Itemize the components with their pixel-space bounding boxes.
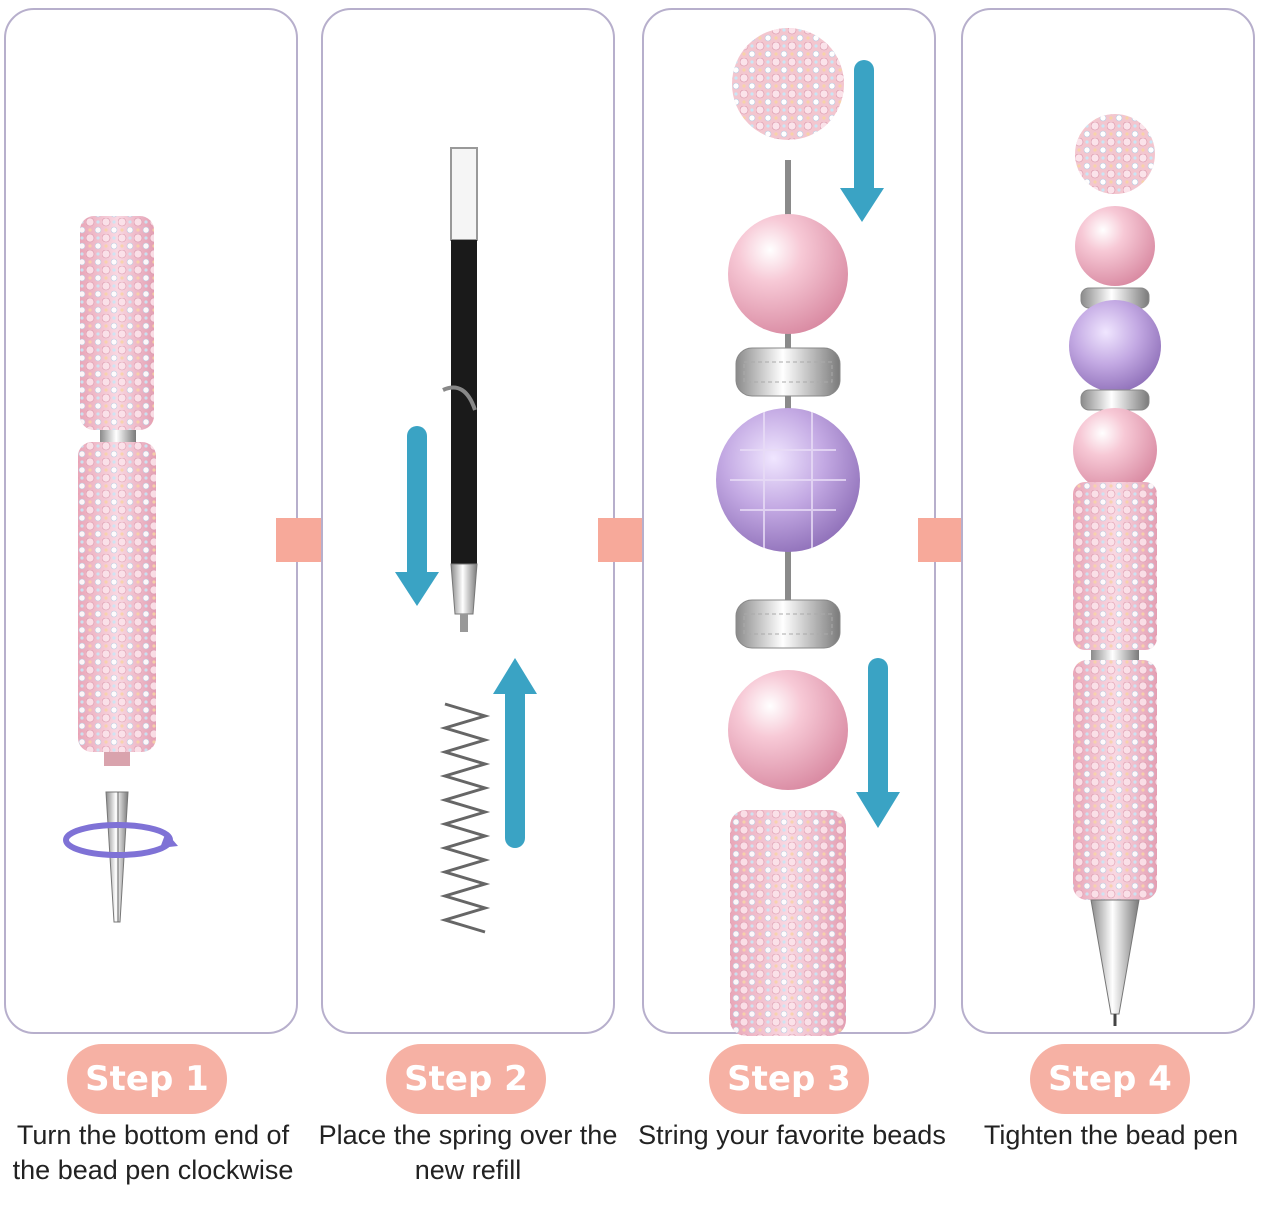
refill-illustration <box>442 147 478 632</box>
beads-illustration <box>716 28 860 1036</box>
step-3-panel <box>642 8 936 1036</box>
step-4-panel <box>961 8 1255 1034</box>
step-2-caption: Place the spring over the new refill <box>318 1120 618 1185</box>
blue-down-arrow-icon <box>395 426 439 606</box>
step-3-caption: String your favorite beads <box>638 1120 946 1150</box>
step-1-panel <box>4 8 298 1034</box>
step-2-panel <box>321 8 615 1034</box>
step-4-caption: Tighten the bead pen <box>983 1120 1239 1150</box>
spring-illustration <box>439 702 491 934</box>
step-2-badge: Step 2 <box>386 1044 546 1114</box>
step-1-badge: Step 1 <box>67 1044 227 1114</box>
blue-down-arrow-icon <box>840 60 884 222</box>
blue-up-arrow-icon <box>493 658 537 848</box>
blue-down-arrow-icon <box>856 658 900 828</box>
assembled-bead-pen-illustration <box>1069 114 1161 1026</box>
step-3-badge: Step 3 <box>709 1044 869 1114</box>
clockwise-rotation-icon <box>63 822 178 858</box>
step-1-caption: Turn the bottom end of the bead pen cloc… <box>12 1120 294 1185</box>
step-4-badge: Step 4 <box>1030 1044 1190 1114</box>
